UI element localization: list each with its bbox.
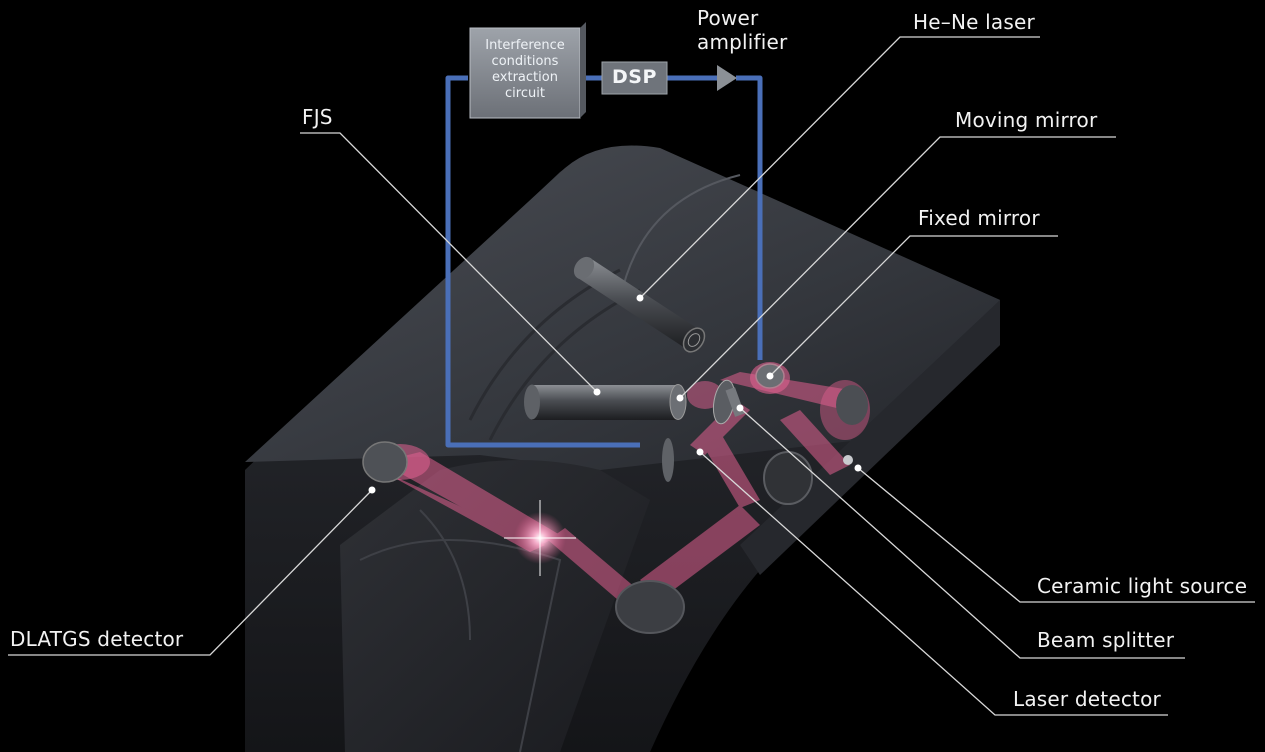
circuit-box-line-2: conditions [491, 54, 559, 69]
leader-dots [368, 294, 862, 494]
dsp-box [601, 61, 668, 95]
power-amplifier-line-2: amplifier [697, 30, 788, 54]
ceramic-light-source-shape [843, 455, 853, 465]
power-amplifier-line-1: Power [697, 6, 759, 30]
flat-mirror-bottom [615, 580, 685, 634]
fixed-mirror-label: Fixed mirror [918, 206, 1040, 230]
dsp-label: DSP [612, 66, 657, 88]
leader-ceramic-light-source [857, 467, 1255, 603]
interference-circuit-box [469, 22, 586, 119]
power-amplifier-icon [717, 65, 737, 91]
circuit-box-line-3: extraction [492, 70, 558, 85]
circuit-box-text: Interference conditions extraction circu… [470, 38, 580, 102]
leader-fixed-mirror [769, 235, 1058, 377]
ceramic-light-source-label: Ceramic light source [1037, 574, 1248, 598]
signal-wiring [445, 75, 763, 448]
sample-focus-glow [504, 500, 576, 576]
he-ne-laser-tube [573, 256, 706, 353]
ceramic-source-mirror [763, 451, 813, 505]
laser-beam-paths [380, 372, 850, 612]
leader-laser-detector [699, 451, 1168, 716]
instrument-body [245, 145, 1000, 752]
circuit-box-line-4: circuit [505, 86, 545, 101]
dlatgs-detector-label: DLATGS detector [10, 627, 184, 651]
parabolic-mirror-right [836, 385, 868, 425]
fjs-label: FJS [302, 105, 333, 129]
laser-detector-label: Laser detector [1013, 687, 1161, 711]
dlatgs-detector-shape [362, 441, 408, 483]
he-ne-laser-label: He–Ne laser [913, 10, 1035, 34]
laser-detector-shape [662, 438, 674, 482]
moving-mirror-label: Moving mirror [955, 108, 1098, 132]
power-amplifier-label: Power amplifier [697, 6, 807, 54]
leader-dlatgs-detector [8, 489, 373, 656]
leader-he-ne-laser [639, 36, 1040, 299]
beam-splitter-label: Beam splitter [1037, 628, 1175, 652]
leader-lines [8, 36, 1255, 716]
leader-beam-splitter [739, 407, 1185, 659]
leader-moving-mirror [679, 136, 1116, 399]
circuit-box-line-1: Interference [485, 38, 565, 53]
fjs-cylinder [524, 384, 687, 420]
leader-fjs [300, 132, 598, 393]
